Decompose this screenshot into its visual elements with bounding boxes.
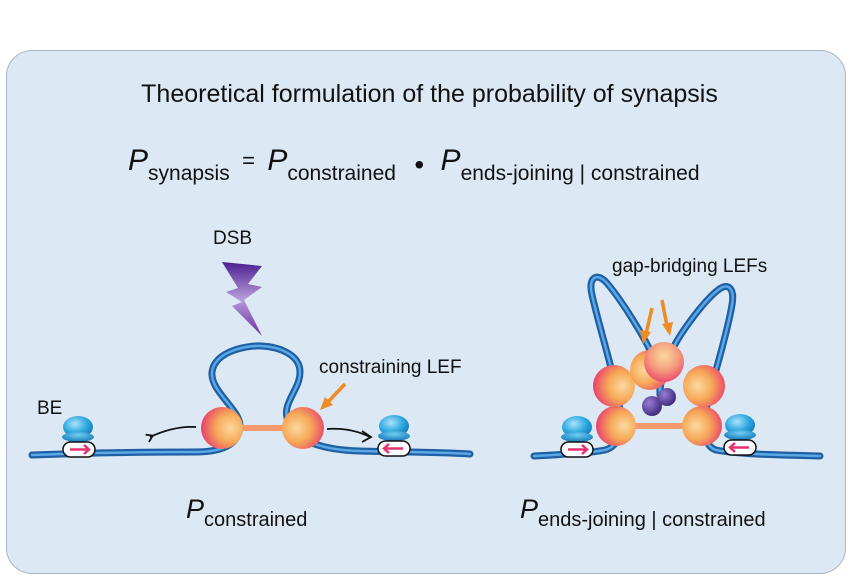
figure-title: Theoretical formulation of the probabili…	[141, 80, 718, 108]
eq-term2-symbol: P	[440, 144, 461, 177]
diagram-panel	[6, 50, 846, 574]
right-lef-ball-right	[682, 406, 722, 446]
gap-pointer-left-icon	[644, 307, 654, 335]
boundary-element-right	[377, 415, 411, 457]
dsb-end-left	[642, 396, 662, 416]
p-ends-joining-symbol: P	[520, 494, 539, 524]
left-diagram	[28, 262, 474, 459]
constraining-lef-bridge	[238, 425, 286, 431]
dsb-lightning-icon	[222, 262, 262, 336]
p-ends-joining-label: Pends-joining | constrained	[520, 494, 766, 531]
p-constrained-symbol: P	[186, 494, 205, 524]
constraining-lef-label: constraining LEF	[319, 357, 462, 378]
eq-lhs-sub: synapsis	[148, 162, 230, 185]
gap-lef-ball-upper-left	[593, 365, 635, 407]
eq-term1-symbol: P	[267, 144, 288, 177]
boundary-element-right-diagram-left	[560, 416, 594, 458]
p-constrained-sub: constrained	[204, 509, 308, 531]
right-lef-bridge	[630, 423, 690, 429]
constraining-pointer-head	[320, 397, 333, 410]
gap-pointer-right-head	[662, 322, 673, 336]
gap-pointer-left-head	[640, 330, 651, 344]
boundary-element-right-diagram-right	[723, 414, 757, 456]
extrusion-arrow-right	[326, 427, 371, 438]
be-label: BE	[37, 398, 63, 419]
p-ends-joining-sub: ends-joining | constrained	[538, 509, 766, 531]
extrusion-arrow-right-head	[361, 430, 373, 443]
gap-bridging-label: gap-bridging LEFs	[612, 256, 768, 277]
eq-equals: =	[242, 148, 255, 173]
constraining-pointer-icon	[326, 382, 347, 404]
lef-ball-left	[201, 407, 243, 449]
dsb-label: DSB	[213, 228, 253, 249]
synapsis-equation: Psynapsis = Pconstrained • Pends-joining…	[128, 144, 700, 185]
eq-term1-sub: constrained	[287, 162, 396, 185]
eq-times: •	[414, 149, 425, 180]
lef-ball-right	[282, 407, 324, 449]
p-constrained-label: Pconstrained	[186, 494, 307, 531]
eq-lhs-symbol: P	[128, 144, 149, 177]
dna-strand-left-highlight	[30, 344, 472, 457]
eq-term2-sub: ends-joining | constrained	[460, 162, 700, 185]
boundary-element-left	[62, 416, 96, 458]
extrusion-arrow-left	[145, 425, 197, 443]
dsb-end-right	[658, 388, 676, 406]
gap-lef-ball-upper-right	[683, 365, 725, 407]
right-diagram	[530, 273, 824, 460]
right-lef-ball-left	[596, 406, 636, 446]
gap-lef-ball-top-right	[644, 342, 684, 382]
gap-pointer-right-icon	[660, 299, 669, 327]
